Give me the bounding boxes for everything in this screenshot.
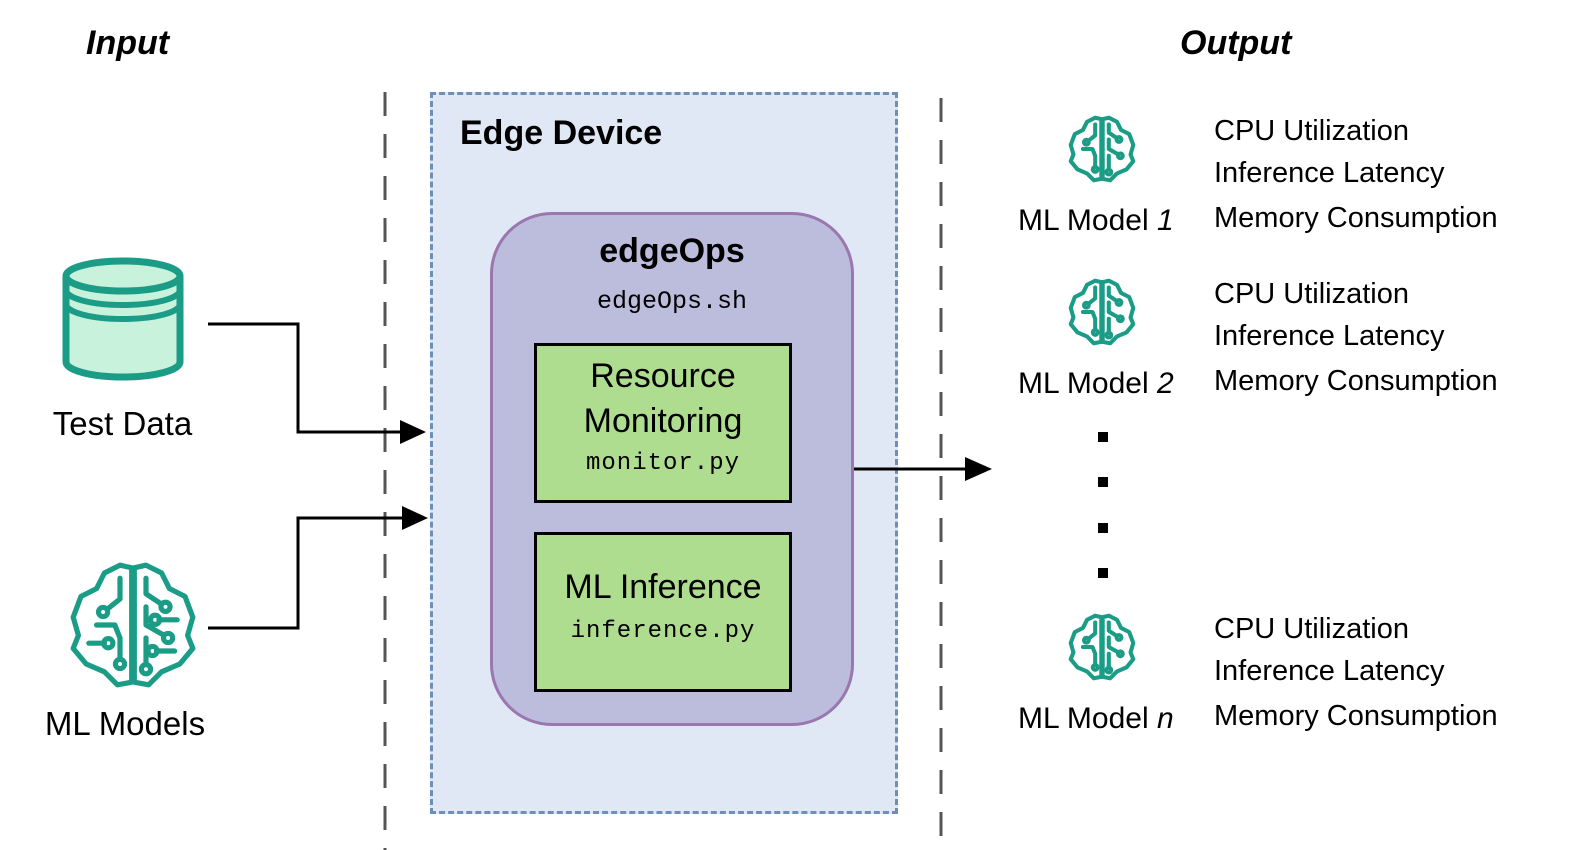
metric-latency: Inference Latency (1214, 320, 1445, 352)
ellipsis-dot (1098, 568, 1108, 578)
metric-latency: Inference Latency (1214, 157, 1445, 189)
database-icon (62, 257, 184, 381)
metric-memory: Memory Consumption (1214, 202, 1498, 234)
output-title: Output (1180, 24, 1292, 62)
ml-models-label: ML Models (44, 705, 206, 742)
module-file: inference.py (570, 618, 756, 645)
edgeops-file: edgeOps.sh (596, 287, 748, 316)
module-title-line1: Resource (590, 357, 736, 395)
metric-latency: Inference Latency (1214, 655, 1445, 687)
model-label: ML Model n (1018, 702, 1174, 735)
model-label: ML Model 1 (1018, 204, 1174, 237)
ellipsis-dot (1098, 432, 1108, 442)
edgeops-title: edgeOps (599, 232, 745, 270)
test-data-label: Test Data (52, 405, 193, 442)
ml-inference-module: ML Inference inference.py (534, 532, 792, 692)
resource-monitoring-module: Resource Monitoring monitor.py (534, 343, 792, 503)
metric-memory: Memory Consumption (1214, 700, 1498, 732)
edge-device-title: Edge Device (460, 114, 663, 152)
ellipsis-dot (1098, 477, 1108, 487)
test-data-arrow (208, 322, 418, 434)
module-title-line2: Monitoring (583, 402, 743, 440)
brain-circuit-icon (70, 562, 196, 688)
metric-cpu: CPU Utilization (1214, 278, 1409, 310)
input-title: Input (86, 24, 170, 62)
ellipsis-dot (1098, 523, 1108, 533)
model-label: ML Model 2 (1018, 367, 1174, 400)
ml-models-arrow (208, 516, 420, 630)
brain-circuit-icon (1068, 278, 1136, 346)
brain-circuit-icon (1068, 613, 1136, 681)
module-title-line1: ML Inference (564, 568, 762, 606)
metric-memory: Memory Consumption (1214, 365, 1498, 397)
metric-cpu: CPU Utilization (1214, 115, 1409, 147)
metric-cpu: CPU Utilization (1214, 613, 1409, 645)
module-file: monitor.py (585, 450, 741, 477)
brain-circuit-icon (1068, 115, 1136, 183)
